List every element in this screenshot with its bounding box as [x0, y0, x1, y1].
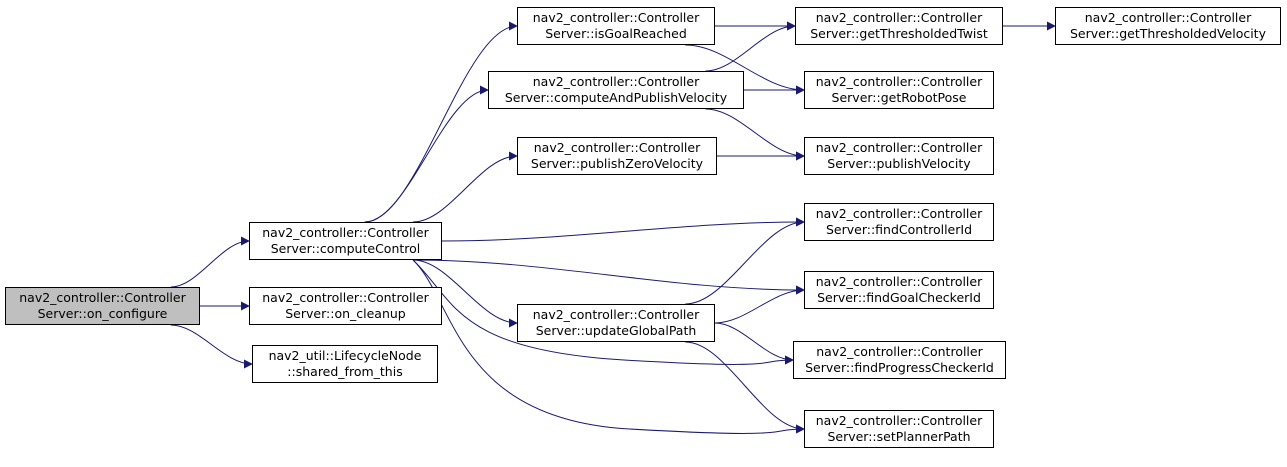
node-label-line2: Server::getThresholdedTwist [810, 26, 988, 41]
node-label-line1: nav2_controller::Controller [532, 307, 700, 322]
edge-computeControl-to-computeAndPublishVelocity [364, 85, 489, 223]
node-label-line2: Server::on_configure [37, 306, 168, 321]
node-shared_from_this[interactable]: nav2_util::LifecycleNode::shared_from_th… [252, 345, 438, 383]
edge-computeControl-to-findControllerId [441, 217, 805, 242]
node-label-line1: nav2_controller::Controller [815, 413, 983, 428]
node-label-line2: Server::getThresholdedVelocity [1070, 26, 1266, 41]
node-label-line1: nav2_controller::Controller [532, 10, 700, 25]
node-label-line2: Server::computeControl [270, 241, 421, 256]
edge-updateGlobalPath-to-findProgressCheckerId [714, 322, 794, 365]
node-label-line2: Server::on_cleanup [285, 306, 406, 321]
edge-isGoalReached-to-getRobotPose [685, 44, 805, 95]
edge-computeControl-to-findProgressCheckerId [412, 259, 794, 365]
node-label-line1: nav2_controller::Controller [262, 290, 429, 305]
node-label-line1: nav2_controller::Controller [816, 344, 983, 359]
node-label-line2: Server::updateGlobalPath [535, 323, 697, 338]
edge-computeControl-to-findGoalCheckerId [413, 259, 805, 295]
edge-computeAndPublishVelocity-to-publishVelocity [705, 108, 805, 161]
node-label-line1: nav2_controller::Controller [1084, 10, 1252, 25]
node-label-line1: nav2_util::LifecycleNode [268, 348, 422, 363]
node-label-line2: Server::getRobotPose [831, 90, 967, 105]
node-label-line1: nav2_controller::Controller [815, 74, 983, 89]
node-label-line1: nav2_controller::Controller [532, 74, 700, 89]
edge-updateGlobalPath-to-findGoalCheckerId [714, 285, 805, 324]
edge-on_configure-to-computeControl [170, 236, 250, 288]
node-label-line2: Server::findControllerId [825, 222, 973, 237]
edge-updateGlobalPath-to-findControllerId [685, 217, 805, 305]
node-label-line2: Server::findGoalCheckerId [817, 290, 981, 305]
node-label-line1: nav2_controller::Controller [815, 10, 983, 25]
node-label-line2: Server::computeAndPublishVelocity [504, 90, 728, 105]
node-label-line1: nav2_controller::Controller [815, 206, 983, 221]
node-label-line1: nav2_controller::Controller [19, 290, 186, 305]
node-label-line1: nav2_controller::Controller [533, 140, 701, 155]
node-label-line1: nav2_controller::Controller [262, 225, 429, 240]
edge-computeControl-to-isGoalReached [364, 21, 518, 223]
node-label-line1: nav2_controller::Controller [815, 274, 983, 289]
edge-computeAndPublishVelocity-to-getThresholdedTwist [705, 21, 796, 72]
node-label-line2: Server::setPlannerPath [827, 429, 971, 444]
node-label-line2: Server::isGoalReached [545, 26, 687, 41]
node-label-line2: Server::publishVelocity [827, 156, 971, 171]
edge-on_configure-to-shared_from_this [170, 324, 253, 369]
node-label-line1: nav2_controller::Controller [815, 140, 983, 155]
node-label-line2: Server::findProgressCheckerId [805, 360, 994, 375]
node-label-line2: ::shared_from_this [287, 364, 403, 379]
edge-computeControl-to-updateGlobalPath [413, 259, 518, 328]
edge-computeControl-to-setPlannerPath [412, 259, 805, 434]
edge-updateGlobalPath-to-setPlannerPath [685, 341, 805, 434]
node-label-line2: Server::publishZeroVelocity [530, 156, 704, 171]
edge-computeControl-to-publishZeroVelocity [413, 151, 518, 223]
